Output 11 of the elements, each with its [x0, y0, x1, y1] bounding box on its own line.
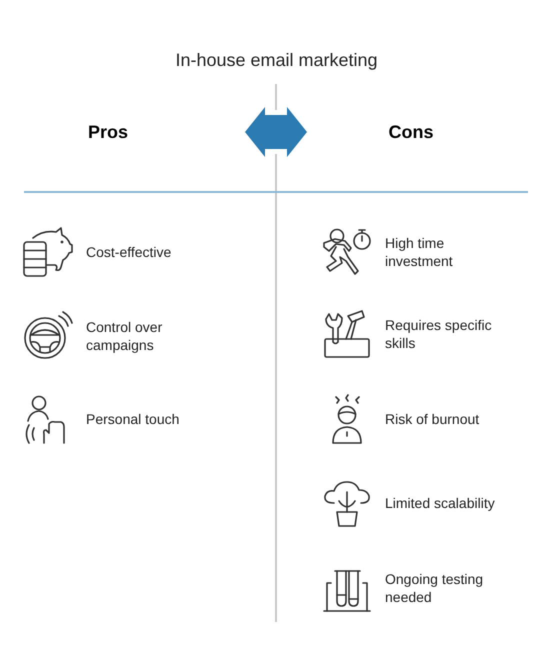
- item-text: Limited scalability: [385, 494, 495, 512]
- item-text: Requires specific skills: [385, 316, 493, 352]
- item-text: Control over campaigns: [86, 318, 164, 354]
- item-text: Ongoing testing needed: [385, 570, 484, 606]
- item-text: High time investment: [385, 234, 454, 270]
- item-text: Cost-effective: [86, 243, 172, 261]
- column-heading: Pros: [88, 121, 128, 143]
- column-heading: Cons: [388, 121, 434, 143]
- diagram-title: In-house email marketing: [175, 49, 378, 71]
- item-text: Personal touch: [86, 410, 180, 428]
- item-text: Risk of burnout: [385, 410, 480, 428]
